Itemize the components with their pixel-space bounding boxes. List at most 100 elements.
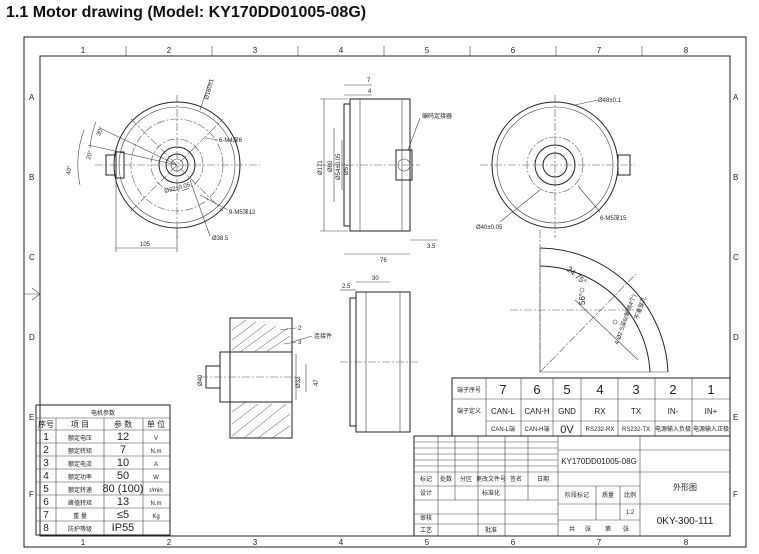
tb-label-mass: 质量	[602, 491, 614, 499]
tb-label-scale: 比例	[624, 491, 636, 499]
col-top-2: 2	[167, 46, 172, 55]
col-top-5: 5	[425, 46, 430, 55]
col-bottom-8: 8	[684, 538, 689, 547]
tb-label-sheets: 张	[585, 525, 591, 533]
centering-mark	[24, 287, 41, 301]
spec-cell-item: 额定电压	[68, 434, 92, 442]
pin-number-1: 1	[707, 382, 714, 397]
detail-view: 24.75° 56° 4-Ø2.5深6(每侧4个) 不准穿孔	[510, 230, 669, 373]
tb-label-sheet: 张	[623, 525, 629, 533]
dim-front-40deg: 40°	[66, 165, 74, 176]
row-right-e: E	[733, 413, 738, 422]
page-heading: 1.1 Motor drawing (Model: KY170DD01005-0…	[6, 4, 367, 21]
dim-side-3-5: 3.5	[427, 244, 436, 250]
dim-side-7: 7	[367, 78, 371, 84]
pin-def2-3: RS232-TX	[622, 427, 650, 433]
spec-cell-value: 10	[117, 457, 129, 469]
dim-section-connector: 连接件	[314, 332, 332, 340]
dim-side-80: Ø80	[328, 160, 334, 172]
col-top-8: 8	[684, 46, 689, 55]
dim-rear-m5: 6-M5深15	[600, 214, 627, 222]
dim-section-3: 3	[298, 340, 302, 346]
col-bottom-7: 7	[597, 538, 602, 547]
pin-def2-2: 电源输入负极	[655, 425, 691, 433]
spec-cell-value: 12	[117, 431, 129, 443]
row-right-b: B	[733, 173, 738, 182]
dim-section-32: Ø32	[296, 376, 302, 388]
dim-side-171: Ø171	[318, 160, 324, 175]
dim-rear-48: Ø48±0.1	[598, 98, 622, 104]
spec-cell-value: ≤5	[117, 509, 129, 521]
spec-header-value: 参 数	[114, 419, 132, 429]
tb-label-standard: 标准化	[482, 489, 500, 497]
pin-def-5: GND	[558, 407, 576, 416]
dim-rear-40: Ø40±0.05	[476, 225, 503, 231]
spec-cell-value: 80 (100)	[103, 483, 144, 495]
row-left-c: C	[29, 253, 35, 262]
spec-cell-unit: r/min	[149, 488, 162, 494]
spec-cell-no: 2	[43, 445, 49, 456]
tb-label-process: 工艺	[420, 526, 432, 534]
pin-def2-5: 0V	[560, 424, 574, 436]
col-top-4: 4	[339, 46, 344, 55]
pin-def2-6: CAN-H端	[525, 425, 550, 433]
title-model: KY170DD01005-08G	[561, 457, 637, 466]
spec-header-unit: 单 位	[147, 419, 165, 429]
inner-frame	[39, 55, 731, 537]
spec-cell-no: 8	[43, 523, 49, 534]
spec-header-no: 序号	[38, 419, 54, 429]
spec-cell-no: 7	[43, 510, 49, 521]
col-top-7: 7	[597, 46, 602, 55]
pin-row-label-def: 端子定义	[457, 407, 481, 415]
pin-def-3: TX	[631, 407, 642, 416]
pin-number-3: 3	[632, 382, 639, 397]
spec-cell-value: 50	[117, 470, 129, 482]
row-right-f: F	[733, 490, 738, 499]
pin-row-label-no: 端子序号	[457, 386, 481, 394]
spec-header-item: 项 目	[71, 420, 89, 429]
pin-number-2: 2	[669, 382, 676, 397]
dim-front-30deg: 30°	[96, 126, 105, 137]
tb-label-change-doc: 更改文件号	[476, 475, 506, 483]
side-view: 7 4 编码定接器 Ø171 Ø80 Ø54±0.05 Ø57 76 3.5	[318, 78, 452, 264]
spec-cell-no: 6	[43, 497, 49, 508]
tb-label-date: 日期	[537, 475, 549, 483]
spec-cell-unit: V	[154, 436, 158, 442]
pin-number-5: 5	[563, 382, 570, 397]
dim-mid-30: 30	[372, 276, 379, 282]
title-scale: 1:2	[626, 510, 635, 516]
pin-def2-4: RS232-RX	[586, 427, 615, 433]
row-right-a: A	[733, 93, 739, 102]
dim-mid-2-5: 2.5	[342, 284, 351, 290]
col-bottom-4: 4	[339, 538, 344, 547]
spec-cell-item: 防护等级	[68, 525, 92, 533]
dim-side-76: 76	[380, 258, 387, 264]
pin-number-7: 7	[499, 382, 506, 397]
pin-def-6: CAN-H	[524, 407, 550, 416]
dim-front-38: Ø38.5	[212, 236, 229, 242]
col-bottom-5: 5	[425, 538, 430, 547]
row-left-b: B	[29, 173, 34, 182]
tb-label-design: 设计	[420, 489, 432, 497]
row-left-a: A	[29, 93, 35, 102]
col-bottom-2: 2	[167, 538, 172, 547]
spec-cell-value: 13	[117, 496, 129, 508]
rear-view: Ø48±0.1 Ø40±0.05 6-M5深15	[476, 95, 635, 238]
pin-def-1: IN+	[705, 407, 718, 416]
row-left-e: E	[29, 413, 34, 422]
row-labels: A B C D E F A B C D E F	[29, 93, 739, 499]
pin-def2-7: CAN-L端	[491, 425, 515, 433]
spec-cell-item: 额定转矩	[68, 447, 92, 455]
mid-view: 30 2.5	[340, 276, 420, 433]
col-top-6: 6	[511, 46, 516, 55]
tb-label-total: 共	[569, 525, 575, 533]
pin-table: 端子序号 端子定义 7 6 5 4 3 2 1 CAN-L CAN-H GND …	[451, 377, 731, 437]
col-bottom-3: 3	[253, 538, 258, 547]
dim-front-m5: 9-M5深12	[229, 208, 256, 216]
spec-cell-item: 额定电流	[68, 460, 92, 468]
dim-side-54: Ø54±0.05	[336, 153, 342, 180]
spec-cell-item: 重 量	[73, 512, 87, 520]
spec-cell-unit: N.m	[151, 501, 162, 507]
